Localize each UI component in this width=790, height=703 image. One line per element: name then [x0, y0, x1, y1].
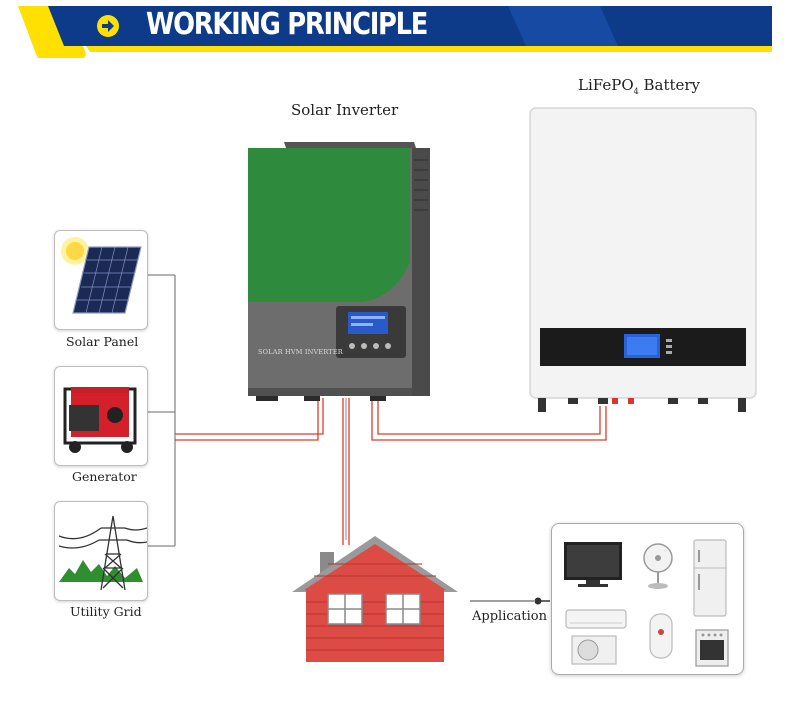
header-banner: WORKING PRINCIPLE: [0, 0, 790, 64]
application-label: Application: [472, 609, 547, 624]
air-conditioner-icon: [565, 609, 627, 665]
generator-icon: [63, 387, 137, 453]
water-heater-icon: [649, 613, 673, 659]
appliances-card: [551, 523, 744, 675]
inverter-heading: Solar Inverter: [291, 101, 399, 119]
house-icon: [292, 536, 458, 662]
plug-connector: [534, 597, 542, 605]
solar-panel-card: [54, 230, 148, 330]
oven-icon: [695, 629, 729, 667]
inverter-model-label: SOLAR HVM INVERTER: [258, 348, 343, 356]
arrow-right-circle-icon: [97, 15, 119, 37]
utility-grid-icon: [58, 515, 147, 591]
solar-panel-label: Solar Panel: [66, 334, 139, 349]
inverter-icon: [248, 142, 430, 401]
tv-icon: [564, 542, 622, 587]
battery-icon: [529, 107, 757, 412]
banner-background: [0, 0, 790, 58]
battery-heading: LiFePO4 Battery: [578, 76, 701, 96]
generator-label: Generator: [72, 469, 137, 484]
fan-icon: [643, 543, 673, 589]
solar-panel-icon: [61, 237, 142, 314]
generator-card: [54, 366, 148, 466]
page-title: WORKING PRINCIPLE: [146, 7, 428, 42]
refrigerator-icon: [693, 539, 727, 617]
utility-grid-label: Utility Grid: [70, 604, 142, 619]
utility-grid-card: [54, 501, 148, 601]
